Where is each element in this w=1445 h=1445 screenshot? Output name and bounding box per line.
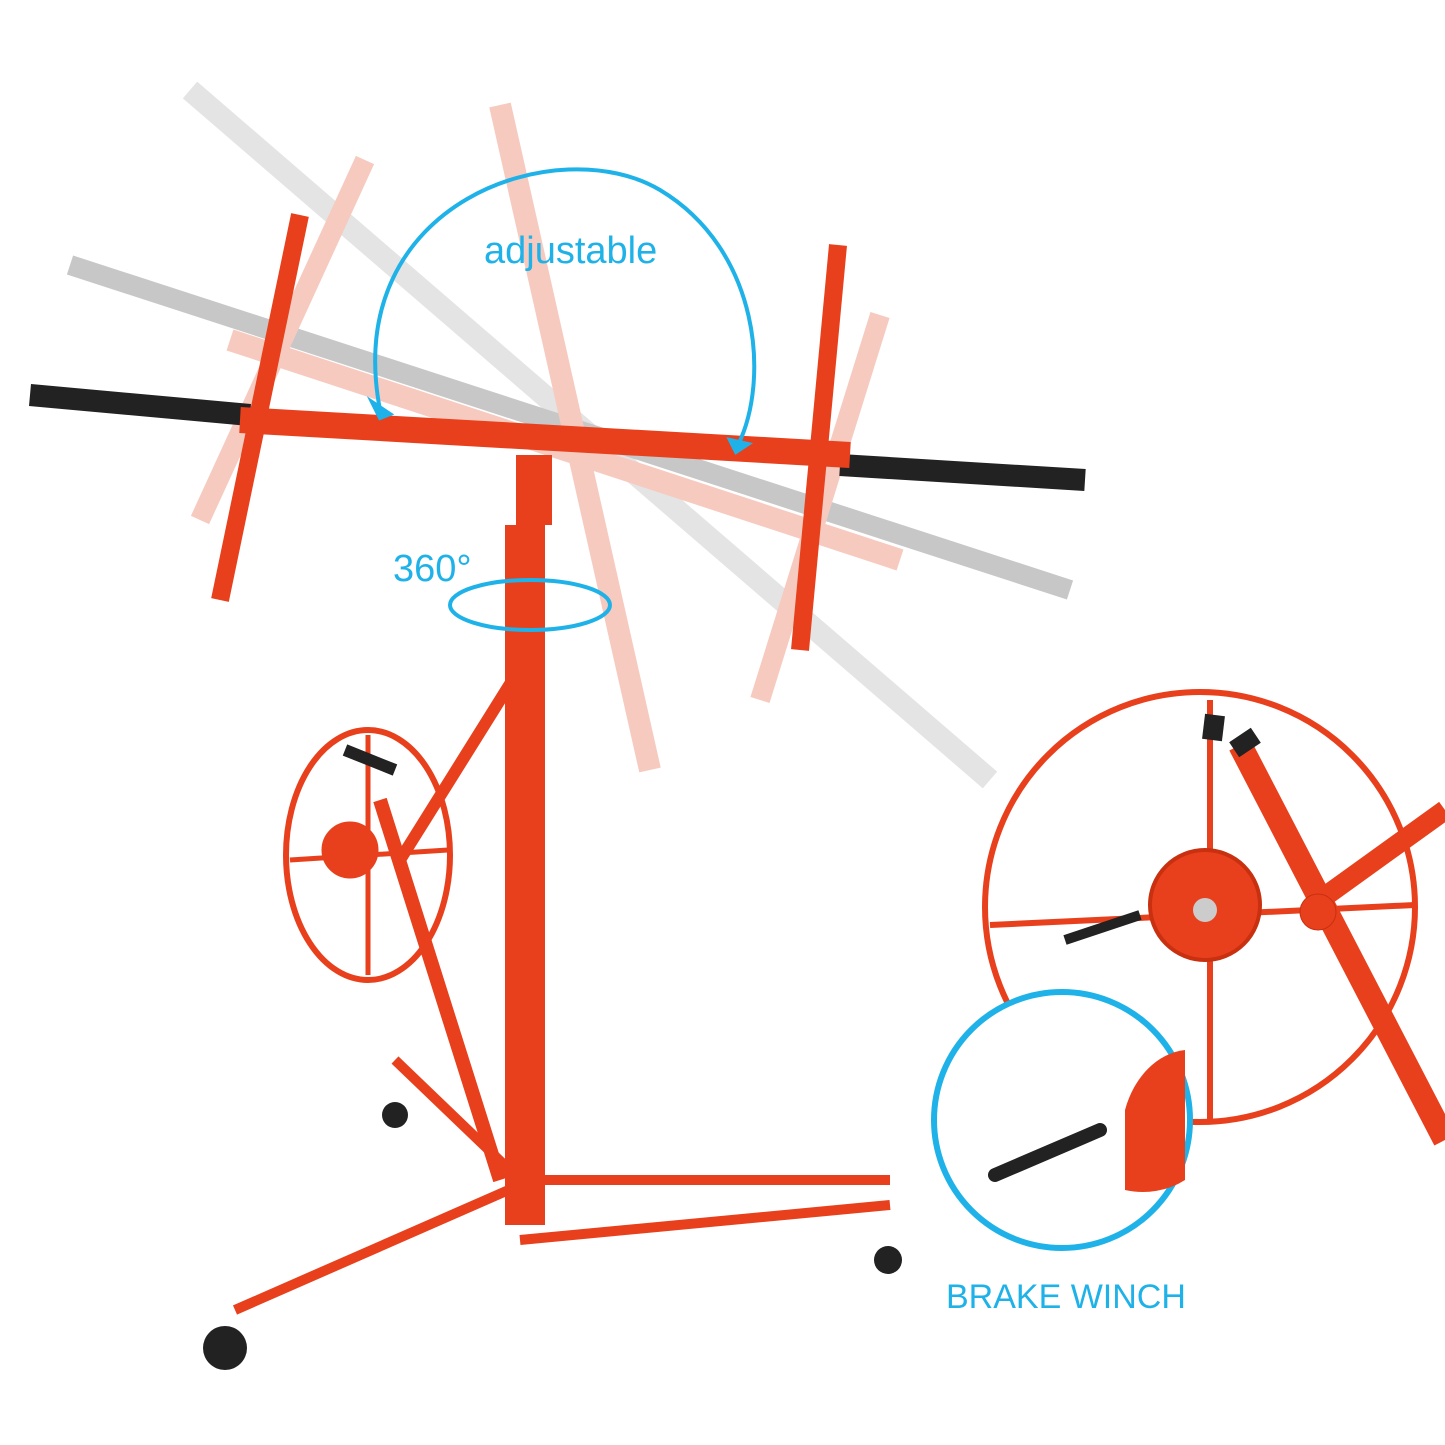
adjustable-arc-icon	[366, 167, 757, 455]
brake-winch-label: BRAKE WINCH	[946, 1278, 1186, 1316]
lift-mast	[373, 525, 545, 1225]
lift-base	[232, 1056, 891, 1315]
winch-wheel	[283, 727, 453, 983]
rotation-label: 360°	[393, 548, 472, 590]
winch-detail	[982, 689, 1445, 1146]
rotation-360-icon	[448, 578, 612, 632]
brake-detail-circle	[931, 989, 1193, 1251]
lift-head	[29, 213, 1086, 651]
casters	[203, 1102, 902, 1370]
adjustable-label: adjustable	[484, 230, 658, 272]
